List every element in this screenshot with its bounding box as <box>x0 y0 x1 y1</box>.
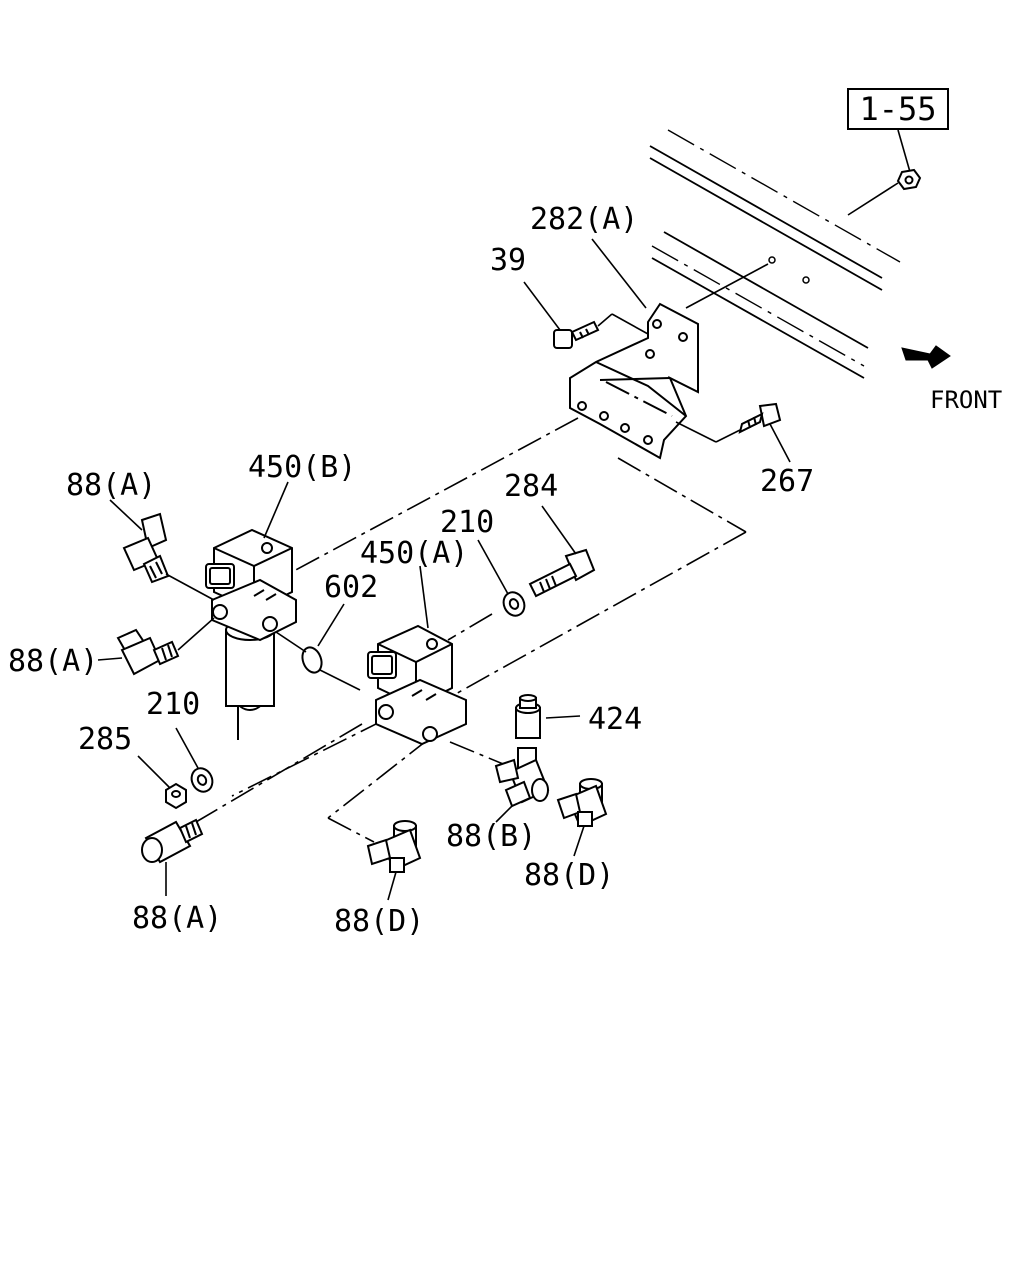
callout-424: 424 <box>588 702 642 737</box>
nut-285-icon <box>165 782 187 810</box>
fitting-88d-bottom-icon <box>366 820 422 873</box>
callout-88d-right: 88(D) <box>524 858 614 893</box>
callout-602: 602 <box>324 570 378 605</box>
front-label: FRONT <box>930 386 1002 414</box>
callout-88a-middle: 88(A) <box>8 644 98 679</box>
washer-210-lower-icon <box>190 767 214 793</box>
o-ring-602-icon <box>301 646 323 674</box>
front-arrow-icon <box>901 345 951 369</box>
callout-450b: 450(B) <box>248 450 356 485</box>
bracket-282a-icon <box>569 302 699 460</box>
fitting-88d-right-icon <box>556 778 608 828</box>
callout-450a: 450(A) <box>360 536 468 571</box>
washer-210-upper-icon <box>502 591 526 617</box>
fitting-88b-icon <box>494 747 550 808</box>
callout-282a: 282(A) <box>530 202 638 237</box>
callout-88d-bottom: 88(D) <box>334 904 424 939</box>
callout-284: 284 <box>504 469 558 504</box>
bolt-39-icon <box>553 320 600 349</box>
solenoid-valve-450a-icon <box>367 624 467 746</box>
reference-box: 1-55 <box>847 88 949 130</box>
callout-267: 267 <box>760 464 814 499</box>
bolt-267-icon <box>738 402 782 434</box>
callout-88a-bottom: 88(A) <box>132 901 222 936</box>
fitting-424-icon <box>515 694 541 739</box>
fitting-88a-middle-icon <box>116 628 180 676</box>
fitting-88a-upper-icon <box>122 512 170 584</box>
callout-88a-top: 88(A) <box>66 468 156 503</box>
callout-39: 39 <box>490 243 526 278</box>
callout-88b: 88(B) <box>446 819 536 854</box>
nut-1-55-icon <box>896 168 922 191</box>
callout-285: 285 <box>78 722 132 757</box>
solenoid-valve-450b-icon <box>205 528 297 740</box>
frame-rail <box>649 129 901 379</box>
reference-label: 1-55 <box>859 90 936 128</box>
callout-210-upper: 210 <box>440 505 494 540</box>
callout-210-lower: 210 <box>146 687 200 722</box>
fitting-88a-lower-icon <box>141 818 204 864</box>
bolt-284-icon <box>528 548 596 598</box>
